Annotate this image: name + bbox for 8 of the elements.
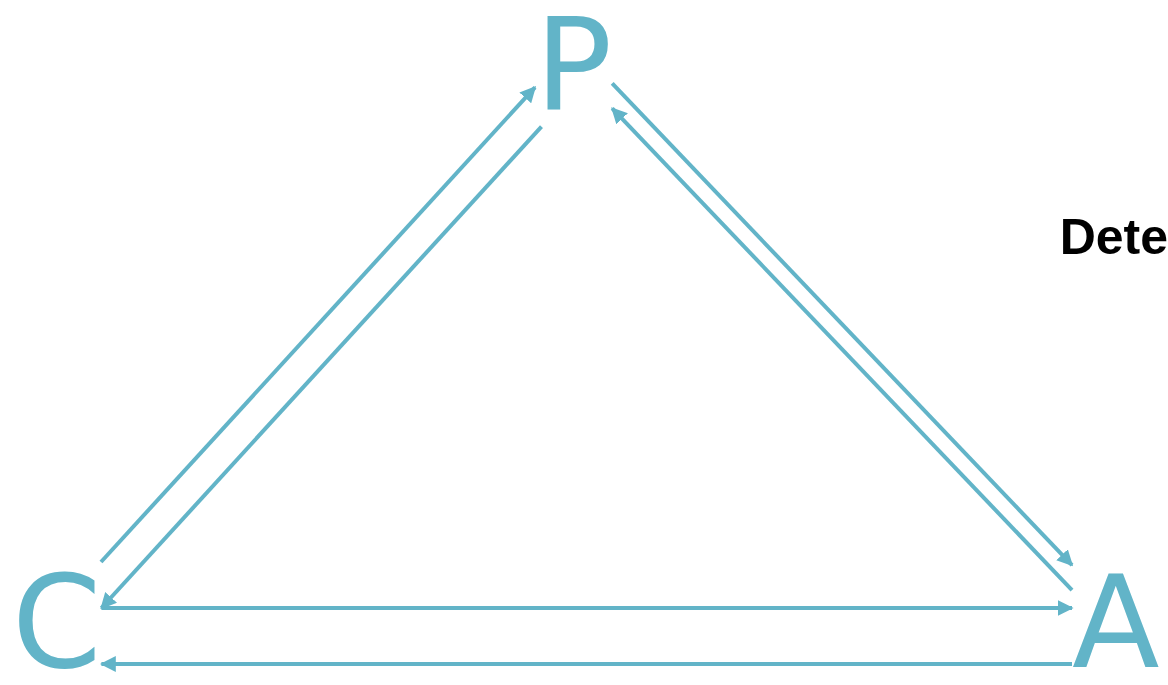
arrow (99, 125, 543, 610)
arrow (99, 85, 537, 564)
node-letter: P (535, 5, 613, 127)
node-letter: A (1072, 562, 1160, 684)
arrow (99, 656, 1072, 672)
heading-text: Dete (1059, 212, 1168, 262)
node-letter: C (12, 562, 102, 684)
arrow (101, 600, 1074, 616)
